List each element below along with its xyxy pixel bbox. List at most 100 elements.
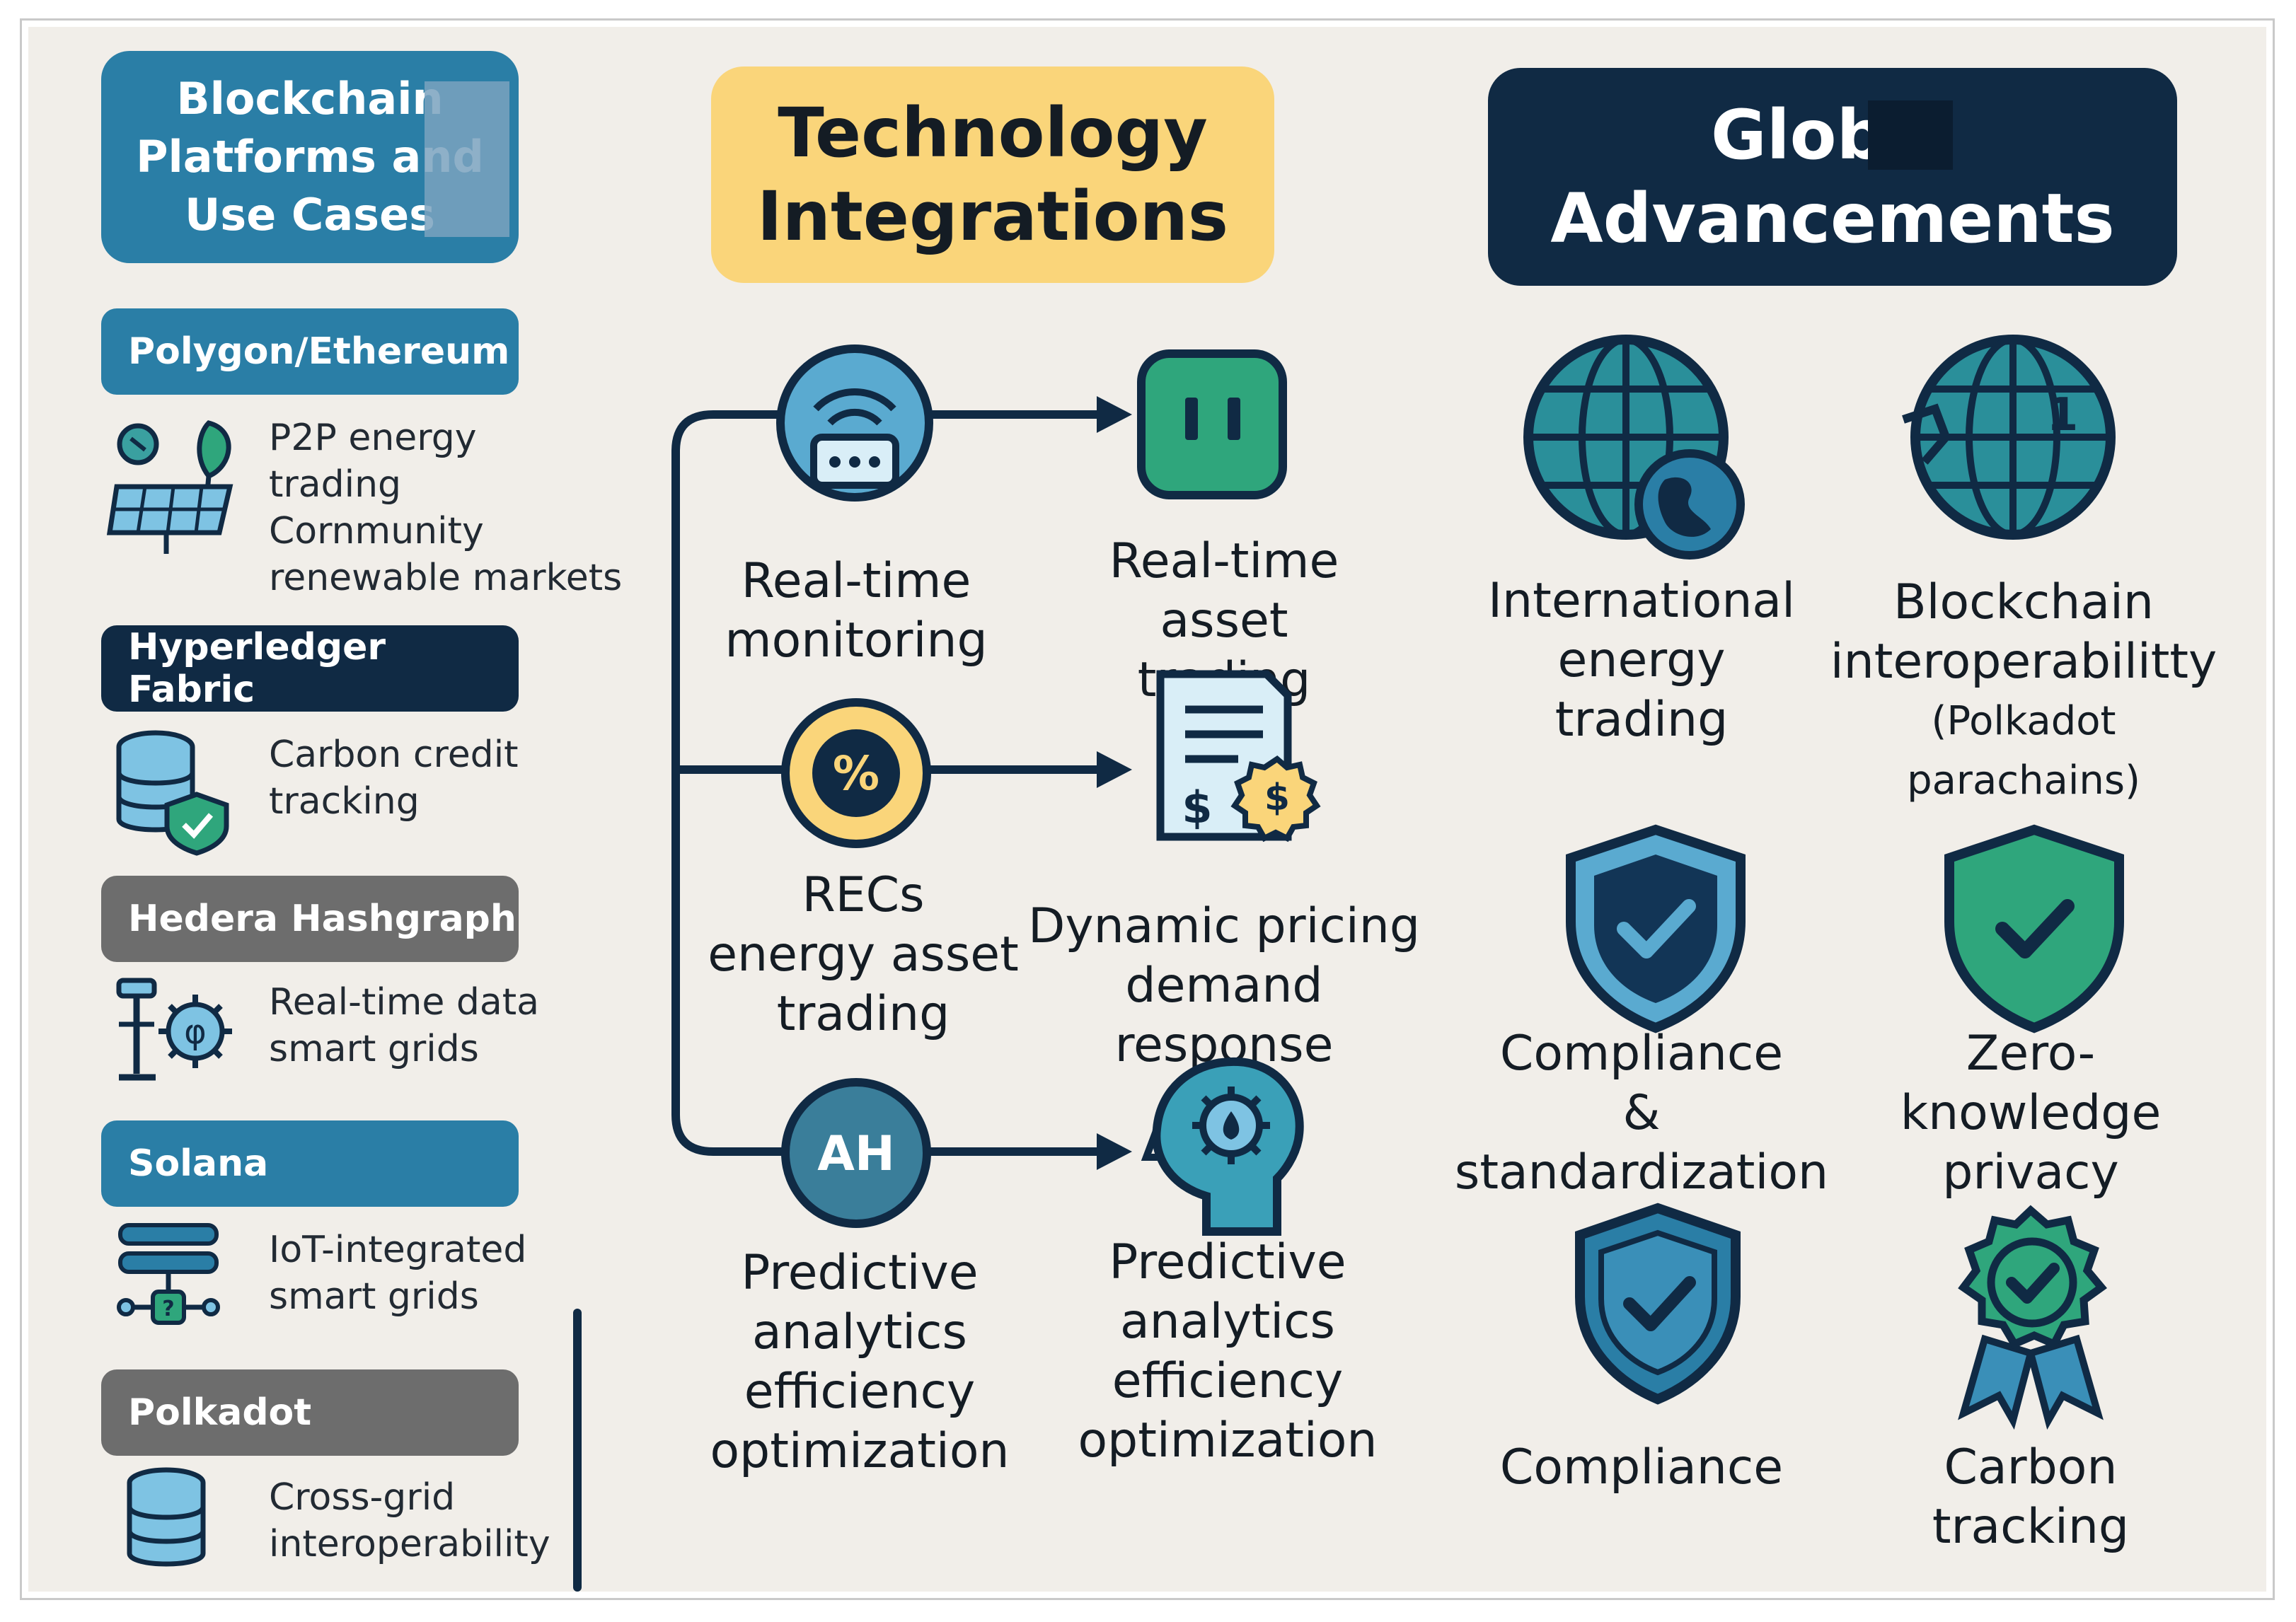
arrow-row-3 — [913, 1133, 1132, 1170]
label-line: Real-time — [1109, 533, 1339, 589]
label-line: efficiency — [744, 1364, 976, 1420]
award-badge-icon — [1958, 1205, 2108, 1430]
invoice-dollar-icon: $ $ — [1156, 670, 1321, 842]
platform-desc-hyperledger: Carbon credit tracking — [269, 731, 519, 825]
global-label-3: Compliance & standardization — [1436, 1024, 1847, 1203]
platforms-title-line-3: Use Cases — [184, 189, 436, 241]
platform-name: Polygon/Ethereum — [128, 330, 510, 373]
platform-pill-polygon[interactable]: Polygon/Ethereum — [101, 308, 519, 395]
shield-check-dark-icon — [1566, 824, 1746, 1033]
label-line: Compliance — [1499, 1026, 1784, 1082]
label-line: interoperabilitty — [1830, 634, 2217, 690]
tech-right-label-2: Dynamic pricing demand response — [1026, 897, 1422, 1075]
desc-line: smart grids — [269, 1275, 479, 1318]
column-divider — [573, 1309, 582, 1592]
platform-name: Polkadot — [128, 1391, 312, 1434]
label-line: Predictive — [1109, 1234, 1346, 1290]
percent-badge-icon: % — [781, 698, 931, 848]
desc-line: renewable markets — [269, 557, 623, 599]
global-label-2: Blockchain interoperabilitty (Polkadot p… — [1811, 573, 2236, 811]
desc-line: P2P energy — [269, 417, 477, 459]
globe-earth-icon — [1523, 335, 1745, 560]
label-line: trading — [776, 986, 950, 1042]
svg-text:?: ? — [162, 1297, 174, 1321]
label-line: tracking — [1932, 1499, 2130, 1555]
server-network-icon: ? — [117, 1223, 220, 1325]
tech-left-label-1: Real-time monitoring — [718, 552, 994, 671]
label-line: demand response — [1114, 958, 1334, 1073]
label-line: trading — [1554, 692, 1729, 748]
tech-left-label-2: RECs energy asset trading — [708, 866, 1019, 1044]
label-line: privacy — [1942, 1145, 2119, 1200]
database-shield-icon — [116, 730, 229, 856]
svg-text:1: 1 — [2047, 389, 2079, 441]
global-label-6: Carbon tracking — [1840, 1438, 2222, 1557]
desc-line: Cross-grid — [269, 1476, 456, 1519]
label-line: Dynamic pricing — [1027, 898, 1421, 954]
label-line: monitoring — [725, 613, 988, 668]
svg-text:φ: φ — [184, 1012, 207, 1052]
desc-line: smart grids — [269, 1028, 479, 1070]
title-overlay-block — [425, 81, 509, 237]
platforms-title-line-1: Blockchain — [176, 73, 444, 124]
technology-title: Technology Integrations — [711, 66, 1274, 283]
label-line: RECs — [802, 867, 925, 923]
label-line: optimization — [1078, 1413, 1378, 1469]
platform-pill-hyperledger[interactable]: Hyperledger Fabric — [101, 625, 519, 712]
tech-right-label-3: Predictive analytics efficiency optimiza… — [1072, 1233, 1383, 1471]
flow-connectors — [671, 396, 1132, 1170]
label-line: analytics — [752, 1304, 967, 1360]
desc-line: Cornmunity — [269, 510, 484, 552]
platform-desc-polkadot: Cross-grid interoperability — [269, 1474, 550, 1568]
label-line: Carbon — [1944, 1439, 2118, 1495]
label-line: Compliance — [1499, 1439, 1784, 1495]
global-label-4: Zero-knowledge privacy — [1840, 1024, 2222, 1203]
platform-desc-hedera: Real-time data smart grids — [269, 979, 539, 1072]
label-line: energy asset — [708, 927, 1019, 983]
platform-desc-solana: IoT-integrated smart grids — [269, 1227, 526, 1320]
platform-name: Solana — [128, 1142, 269, 1185]
platform-pill-solana[interactable]: Solana — [101, 1120, 519, 1207]
solar-panel-leaf-icon — [106, 420, 233, 554]
desc-line: interoperability — [269, 1523, 550, 1565]
platform-name: Hedera Hashgraph — [128, 898, 517, 940]
label-line: Real-time — [741, 553, 971, 609]
arrow-row-2 — [913, 751, 1132, 788]
head-gear-icon — [1141, 1057, 1304, 1236]
tech-left-label-3: Predictive analytics efficiency optimiza… — [704, 1244, 1015, 1481]
desc-line: IoT-integrated — [269, 1229, 527, 1271]
label-line: efficiency — [1112, 1353, 1344, 1409]
svg-text:$: $ — [1264, 777, 1290, 819]
wifi-meter-icon — [776, 344, 933, 502]
grid-tower-chip-icon: φ — [116, 978, 232, 1081]
label-line: optimization — [710, 1423, 1010, 1479]
global-title: Global Advancements — [1488, 68, 2177, 286]
label-line: (Polkadot parachains) — [1907, 698, 2140, 804]
shield-check-blue-icon — [1575, 1203, 1741, 1405]
label-line: Predictive — [741, 1245, 979, 1301]
platform-pill-polkadot[interactable]: Polkadot — [101, 1369, 519, 1456]
label-line: Blockchain — [1893, 574, 2154, 630]
global-label-5: Compliance — [1450, 1438, 1833, 1498]
label-line: & standardization — [1454, 1085, 1829, 1200]
label-line: energy — [1557, 632, 1726, 688]
global-title-line-2: Advancements — [1550, 179, 2115, 258]
label-line: analytics — [1120, 1294, 1335, 1350]
technology-title-line-1: Technology — [778, 93, 1208, 173]
svg-text:$: $ — [1182, 782, 1212, 833]
desc-line: Carbon credit — [269, 734, 519, 776]
ah-glyph: AH — [817, 1126, 895, 1182]
platform-desc-polygon: P2P energy trading Cornmunity renewable … — [269, 415, 622, 601]
shield-check-green-icon — [1944, 824, 2124, 1033]
platform-pill-hedera[interactable]: Hedera Hashgraph — [101, 876, 519, 962]
global-label-1: International energy trading — [1450, 572, 1833, 750]
database-stack-icon — [127, 1467, 206, 1567]
desc-line: trading — [269, 463, 402, 506]
desc-line: tracking — [269, 780, 420, 823]
technology-title-line-2: Integrations — [756, 177, 1229, 256]
label-line: International — [1488, 573, 1795, 629]
globe-network-icon: 1 — [1902, 335, 2116, 540]
title-overlay-block — [1868, 100, 1953, 170]
infographic-canvas: Blockchain Platforms and Use Cases Polyg… — [28, 27, 2266, 1592]
label-line: Zero-knowledge — [1900, 1026, 2162, 1141]
